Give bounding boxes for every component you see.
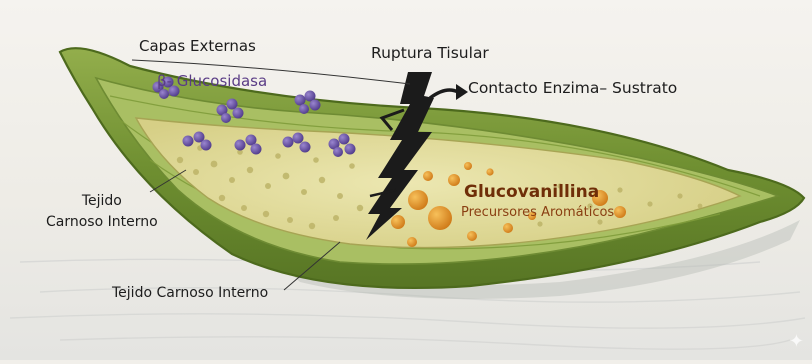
- label-enzyme-substrate-contact: Contacto Enzima– Sustrato: [468, 79, 677, 97]
- label-glucovanillin: Glucovanillina: [464, 182, 599, 202]
- label-aromatic-precursors: Precursores Aromáticos: [461, 205, 614, 220]
- label-inner-tissue-left-line2: Carnoso Interno: [46, 212, 158, 233]
- label-inner-tissue-left-line1: Tejido: [46, 191, 158, 212]
- label-inner-tissue-bottom: Tejido Carnoso Interno: [112, 285, 268, 301]
- label-tissue-rupture: Ruptura Tisular: [371, 44, 489, 62]
- sparkle-icon: ✦: [789, 331, 804, 352]
- label-beta-glucosidase: β- Glucosidasa: [157, 72, 267, 90]
- label-inner-tissue-left: Tejido Carnoso Interno: [46, 191, 158, 233]
- label-outer-layers: Capas Externas: [139, 37, 256, 55]
